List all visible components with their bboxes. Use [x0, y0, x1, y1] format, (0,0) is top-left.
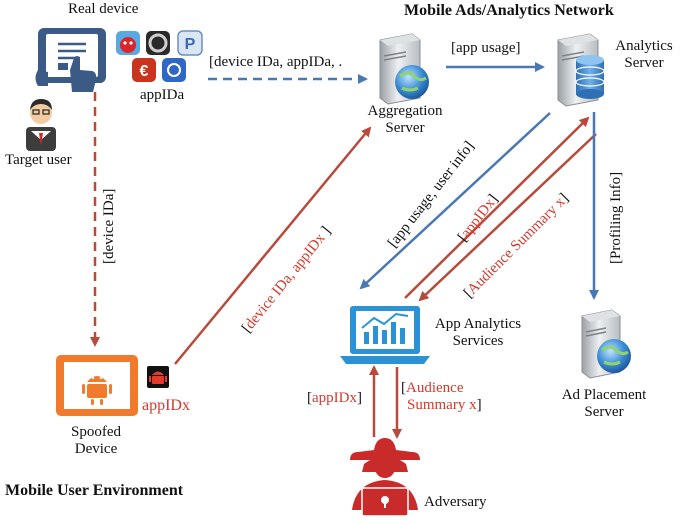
adversary-label: Adversary: [424, 494, 487, 510]
target-user-label: Target user: [5, 152, 72, 168]
edge-label-profiling: [Profiling Info]: [608, 171, 624, 264]
target-user-icon: [26, 99, 56, 151]
spoofed-device-label-line1: Spoofed: [71, 424, 121, 440]
app-analytics-services-label: App Analytics Services: [418, 316, 538, 351]
environment-heading: Mobile User Environment: [5, 482, 184, 499]
appida-label: appIDa: [140, 87, 185, 103]
edge-label-aggregation-to-analytics: [app usage]: [451, 40, 521, 56]
arrow-analytics-to-services-summary: [418, 133, 597, 302]
edge-label-summary-line1: Audience: [406, 380, 464, 396]
bracket-open: [: [307, 390, 312, 406]
bracket-open: [: [401, 380, 406, 396]
network-heading: Mobile Ads/Analytics Network: [404, 2, 614, 19]
app-icons-cluster: P €: [116, 30, 203, 82]
analytics-server-icon: [557, 33, 605, 107]
android-app-icon: [147, 366, 169, 388]
edge-label-adversary-to-services: [appIDx]: [307, 390, 362, 407]
arrow-services-to-analytics: [404, 116, 590, 299]
spoofed-device-icon: [56, 355, 138, 416]
ad-placement-server-label: Ad Placement Server: [549, 387, 659, 422]
ad-placement-server-icon: [581, 309, 631, 379]
arrow-analytics-to-services: [359, 112, 551, 290]
edge-label-services-to-adversary: [Audience Summary x]: [401, 380, 482, 415]
aggregation-server-icon: [379, 33, 429, 105]
parking-app-icon: [177, 30, 203, 56]
euro-app-icon: [132, 58, 156, 82]
adversary-icon: [350, 438, 420, 517]
ad-placement-server-label-line2: Server: [584, 404, 624, 421]
analytics-server-label: Analytics Server: [602, 38, 685, 73]
bracket-close: ]: [476, 397, 482, 414]
analytics-server-label-line1: Analytics: [615, 38, 673, 54]
ad-placement-server-label-line1: Ad Placement: [561, 387, 647, 403]
edge-label-summary-line2: Summary x: [407, 397, 477, 414]
svg-text:P: P: [185, 36, 196, 53]
real-device-label: Real device: [68, 1, 139, 17]
spoofed-device-label-line2: Device: [74, 441, 118, 458]
analytics-server-label-line2: Server: [624, 55, 664, 72]
bracket-close: ]: [357, 390, 362, 406]
aggregation-server-label-line2: Server: [385, 120, 425, 137]
edge-label-adversary-red: appIDx: [312, 390, 357, 406]
blue-app-icon: [162, 58, 186, 82]
spoofed-device-label: Spoofed Device: [48, 424, 144, 459]
tablet-icon: [35, 28, 106, 92]
app-analytics-services-label-line1: App Analytics: [434, 316, 522, 332]
arrow-spoofed-to-aggregation: [174, 126, 372, 365]
app-analytics-services-label-line2: Services: [452, 333, 504, 350]
appidx-label: appIDx: [142, 397, 190, 414]
app-analytics-laptop-icon: [340, 306, 430, 364]
aggregation-server-label-line1: Aggregation: [367, 103, 443, 119]
edge-label-device-to-aggregation: [device IDa, appIDa, .: [209, 54, 343, 70]
aggregation-server-label: Aggregation Server: [355, 103, 455, 138]
edge-label-real-to-spoofed: [device IDa]: [101, 188, 117, 264]
svg-text:€: €: [140, 63, 149, 80]
